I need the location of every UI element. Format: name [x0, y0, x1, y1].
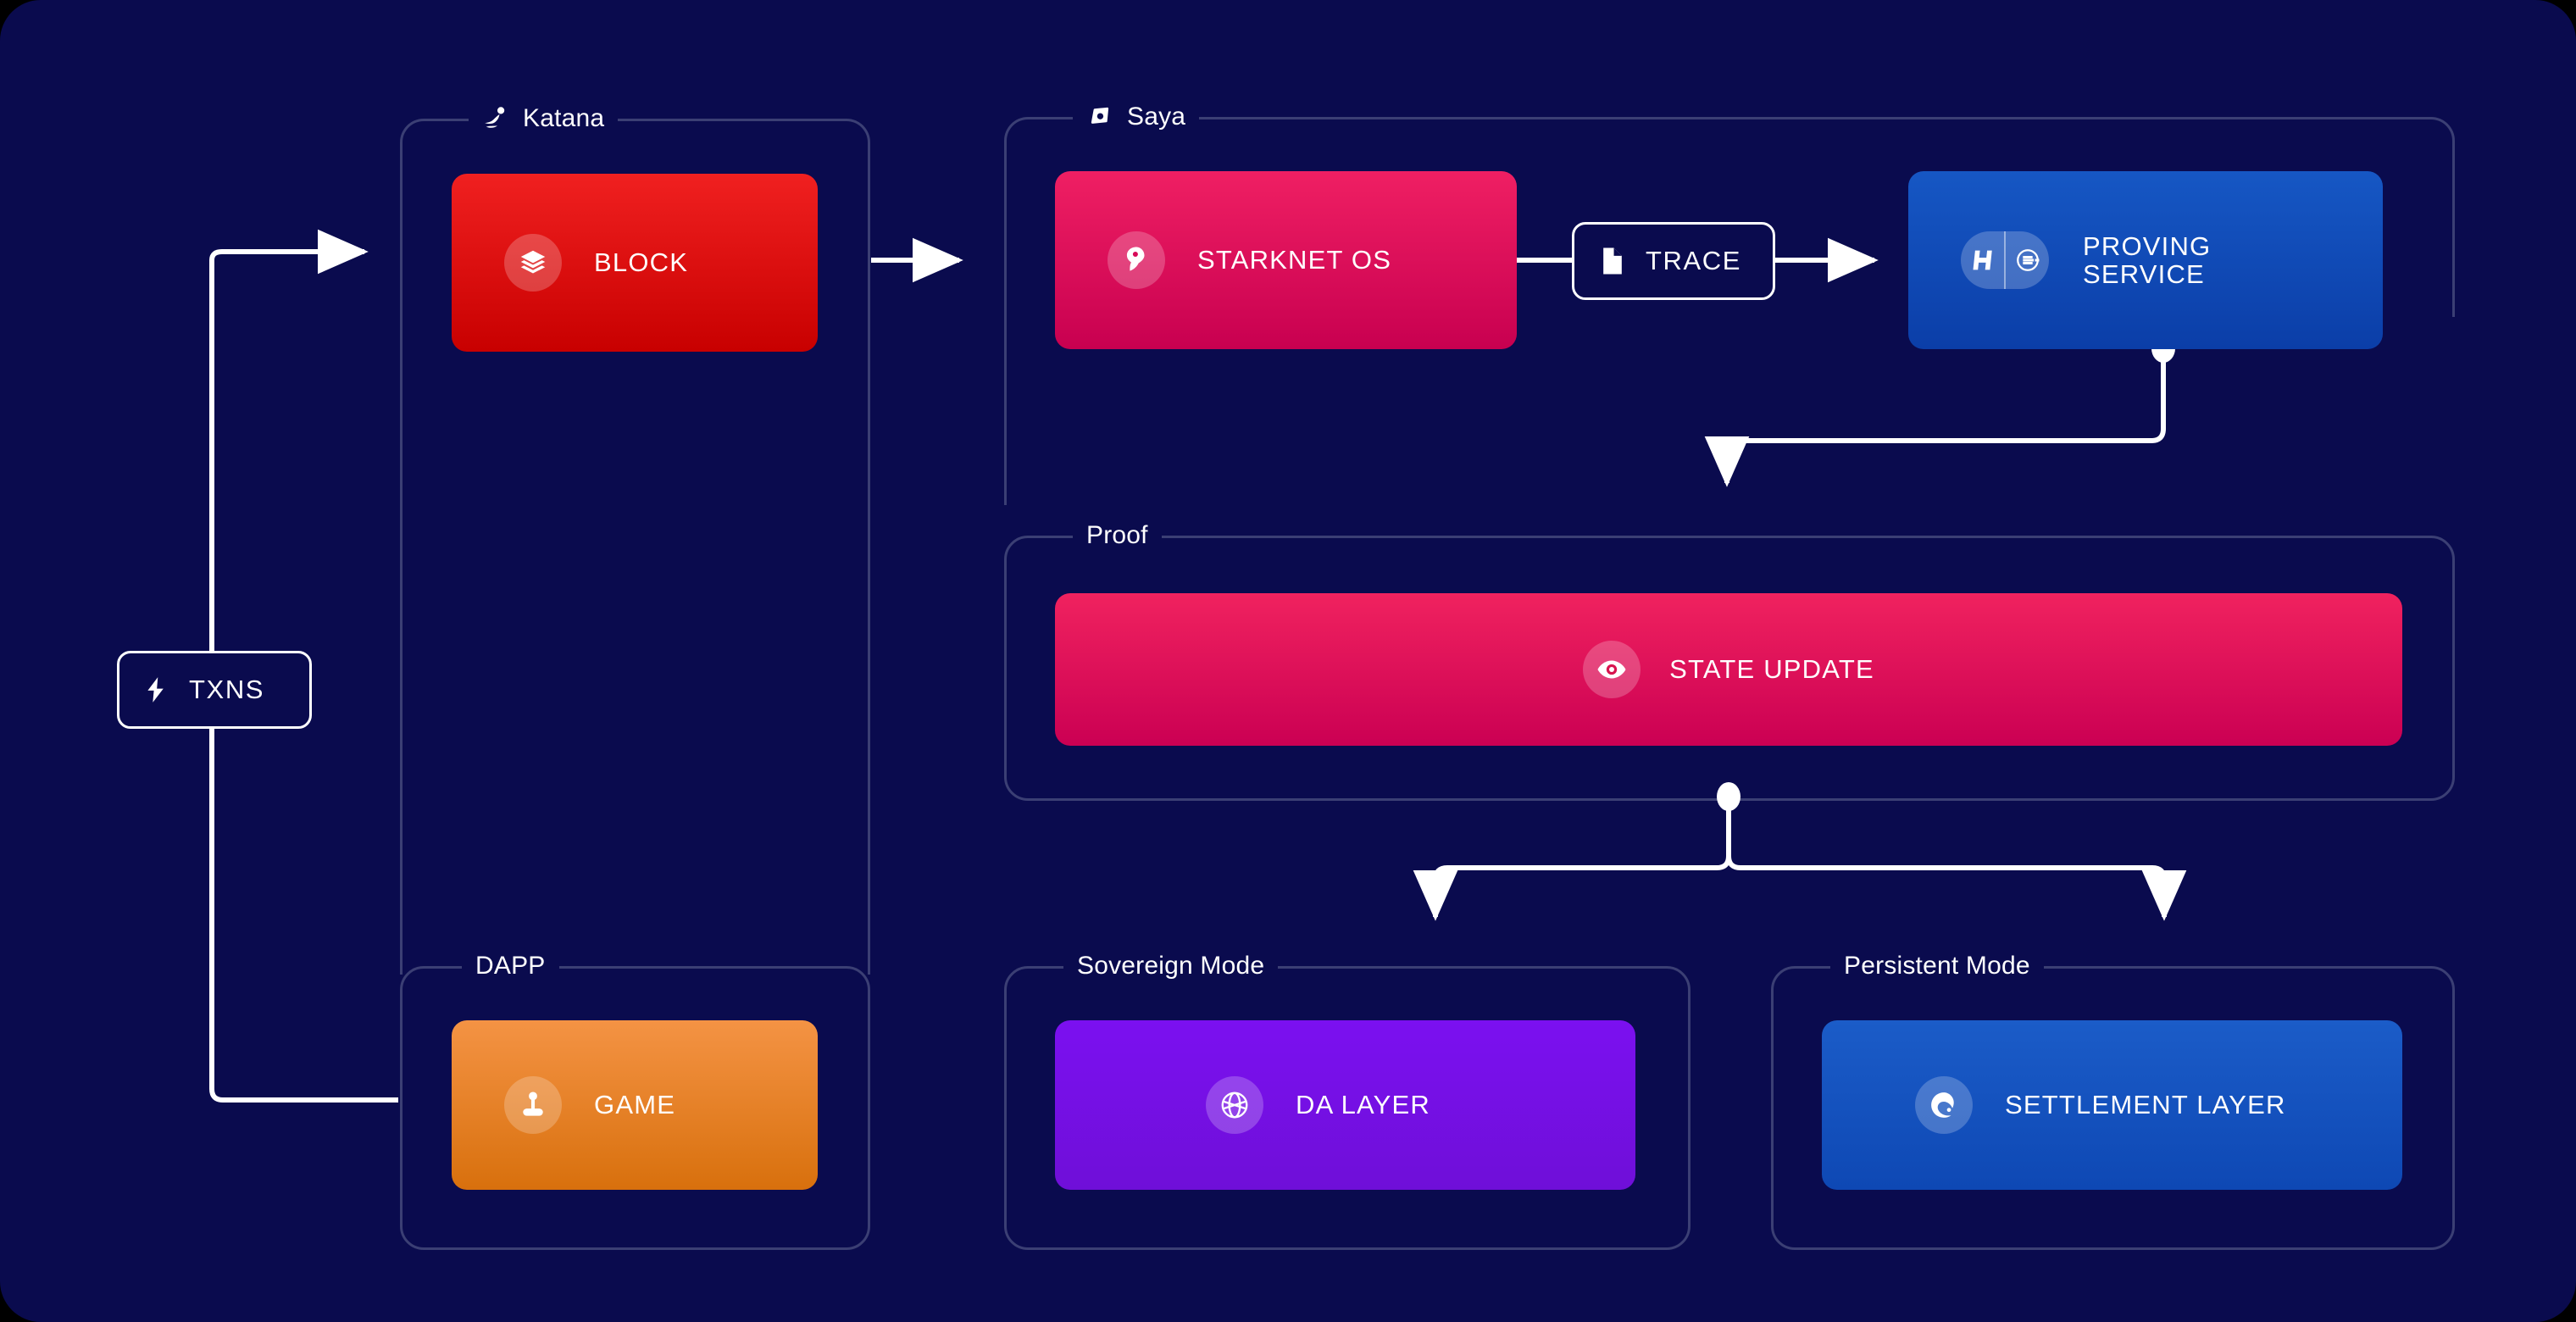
node-game-label: GAME — [594, 1090, 676, 1120]
group-label-text: DAPP — [475, 952, 546, 980]
node-proving-service[interactable]: PROVING SERVICE — [1908, 171, 2383, 349]
group-label-text: Persistent Mode — [1844, 952, 2030, 980]
node-da-layer[interactable]: DA LAYER — [1055, 1020, 1635, 1190]
starknet-globe-icon — [1915, 1076, 1973, 1134]
group-label-text: Proof — [1086, 521, 1148, 549]
node-state-update[interactable]: STATE UPDATE — [1055, 593, 2402, 746]
node-trace-label: TRACE — [1646, 246, 1742, 275]
node-settlement-layer[interactable]: SETTLEMENT LAYER — [1822, 1020, 2402, 1190]
joystick-icon — [504, 1076, 562, 1134]
node-state-update-label: STATE UPDATE — [1669, 654, 1874, 685]
katana-logo-icon — [482, 104, 511, 133]
group-sovereign — [1004, 966, 1690, 1250]
group-sovereign-label: Sovereign Mode — [1063, 952, 1279, 980]
group-saya-side — [1004, 254, 2455, 505]
herodotus-atlantic-icon — [1961, 231, 2049, 289]
document-icon — [1600, 247, 1625, 275]
group-katana — [400, 119, 870, 975]
group-persistent-label: Persistent Mode — [1830, 952, 2044, 980]
group-label-text: Katana — [523, 104, 605, 132]
layers-icon — [504, 234, 562, 292]
group-persistent — [1771, 966, 2455, 1250]
node-proving-service-label: PROVING SERVICE — [2083, 231, 2212, 289]
txns-label: TXNS — [189, 675, 265, 704]
celestia-icon — [1206, 1076, 1263, 1134]
node-starknet-os-label: STARKNET OS — [1197, 245, 1392, 275]
group-saya-label: Saya — [1073, 103, 1200, 131]
node-game[interactable]: GAME — [452, 1020, 818, 1190]
node-starknet-os[interactable]: STARKNET OS — [1055, 171, 1517, 349]
group-proof-label: Proof — [1073, 521, 1162, 550]
node-block-label: BLOCK — [594, 247, 689, 278]
lightning-bolt-icon — [142, 675, 170, 704]
node-block[interactable]: BLOCK — [452, 174, 818, 352]
group-dapp-label: DAPP — [462, 952, 559, 980]
group-katana-label: Katana — [469, 104, 619, 133]
txns-node[interactable]: TXNS — [117, 651, 312, 729]
group-label-text: Saya — [1127, 103, 1186, 131]
eye-icon — [1583, 641, 1641, 698]
node-trace[interactable]: TRACE — [1572, 222, 1775, 300]
saya-logo-icon — [1086, 103, 1115, 131]
node-settlement-layer-label: SETTLEMENT LAYER — [2005, 1090, 2286, 1120]
node-da-layer-label: DA LAYER — [1296, 1090, 1430, 1120]
group-label-text: Sovereign Mode — [1077, 952, 1265, 980]
group-dapp — [400, 966, 870, 1250]
group-saya — [1004, 117, 2455, 317]
starknet-icon — [1108, 231, 1165, 289]
